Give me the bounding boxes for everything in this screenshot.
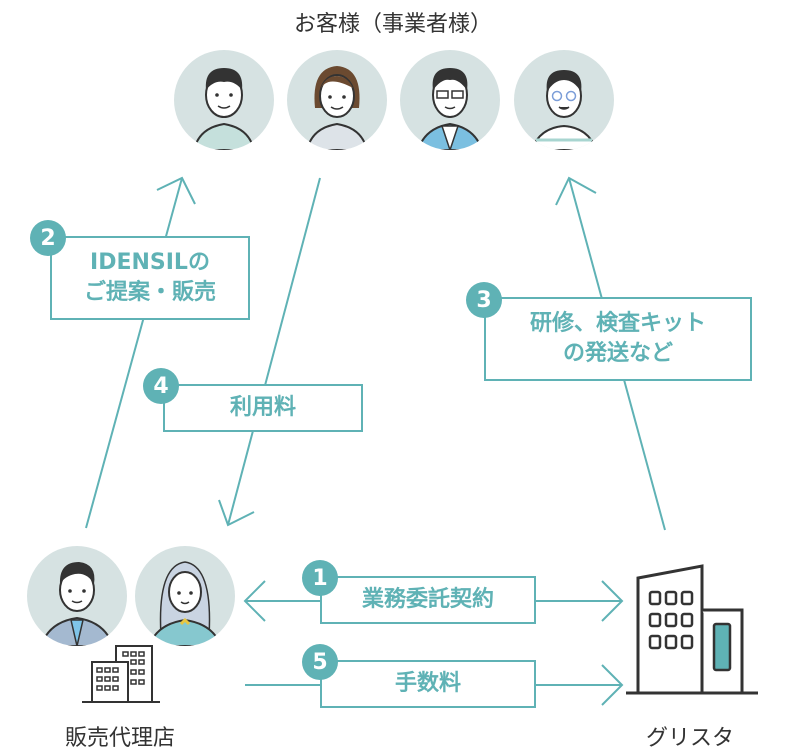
step-1-badge: 1 (302, 560, 338, 596)
avatar-customer-2 (287, 50, 387, 150)
avatar-customer-3 (400, 50, 500, 150)
step-5-box: 手数料 (320, 660, 536, 708)
avatar-customer-4 (514, 50, 614, 150)
avatar-agency-woman (135, 546, 235, 646)
person-icon (192, 68, 256, 150)
arrow-head-5 (601, 664, 624, 706)
office-building-icon (626, 564, 758, 695)
step-4-label: 利用料 (229, 395, 296, 421)
arrow-head-1-right (601, 580, 624, 622)
step-1-label: 業務委託契約 (361, 587, 494, 613)
person-icon (39, 562, 115, 646)
step-1-box: 業務委託契約 (320, 576, 536, 624)
step-2-line2: ご提案・販売 (83, 280, 216, 305)
arrow-head-1-left (243, 580, 266, 622)
arrow-head-4 (218, 499, 255, 527)
person-icon (530, 70, 598, 150)
arrow-line-2 (85, 177, 183, 529)
step-3-line2: の発送など (562, 341, 673, 366)
step-2-badge: 2 (30, 220, 66, 256)
agency-label: 販売代理店 (64, 726, 175, 751)
arrow-head-2 (156, 176, 196, 205)
avatar-agency-man (27, 546, 127, 646)
person-icon (416, 68, 484, 150)
step-3-line1: 研修、検査キット (529, 311, 706, 337)
company-label: グリスタ (645, 726, 734, 751)
person-icon (147, 561, 223, 646)
arrow-line-4 (227, 177, 321, 526)
step-5-label: 手数料 (394, 671, 461, 697)
step-3-box: 研修、検査キット の発送など (484, 297, 752, 381)
step-4-badge: 4 (143, 368, 179, 404)
step-2-line1: IDENSILの (90, 250, 210, 276)
person-icon (305, 66, 369, 150)
avatar-customer-1 (174, 50, 274, 150)
step-5-badge: 5 (302, 644, 338, 680)
customers-title: お客様（事業者様） (293, 12, 492, 37)
arrow-head-3 (555, 176, 597, 206)
building-icon (82, 645, 160, 703)
step-3-badge: 3 (466, 282, 502, 318)
step-4-box: 利用料 (163, 384, 363, 432)
step-2-box: IDENSILの ご提案・販売 (50, 236, 250, 320)
